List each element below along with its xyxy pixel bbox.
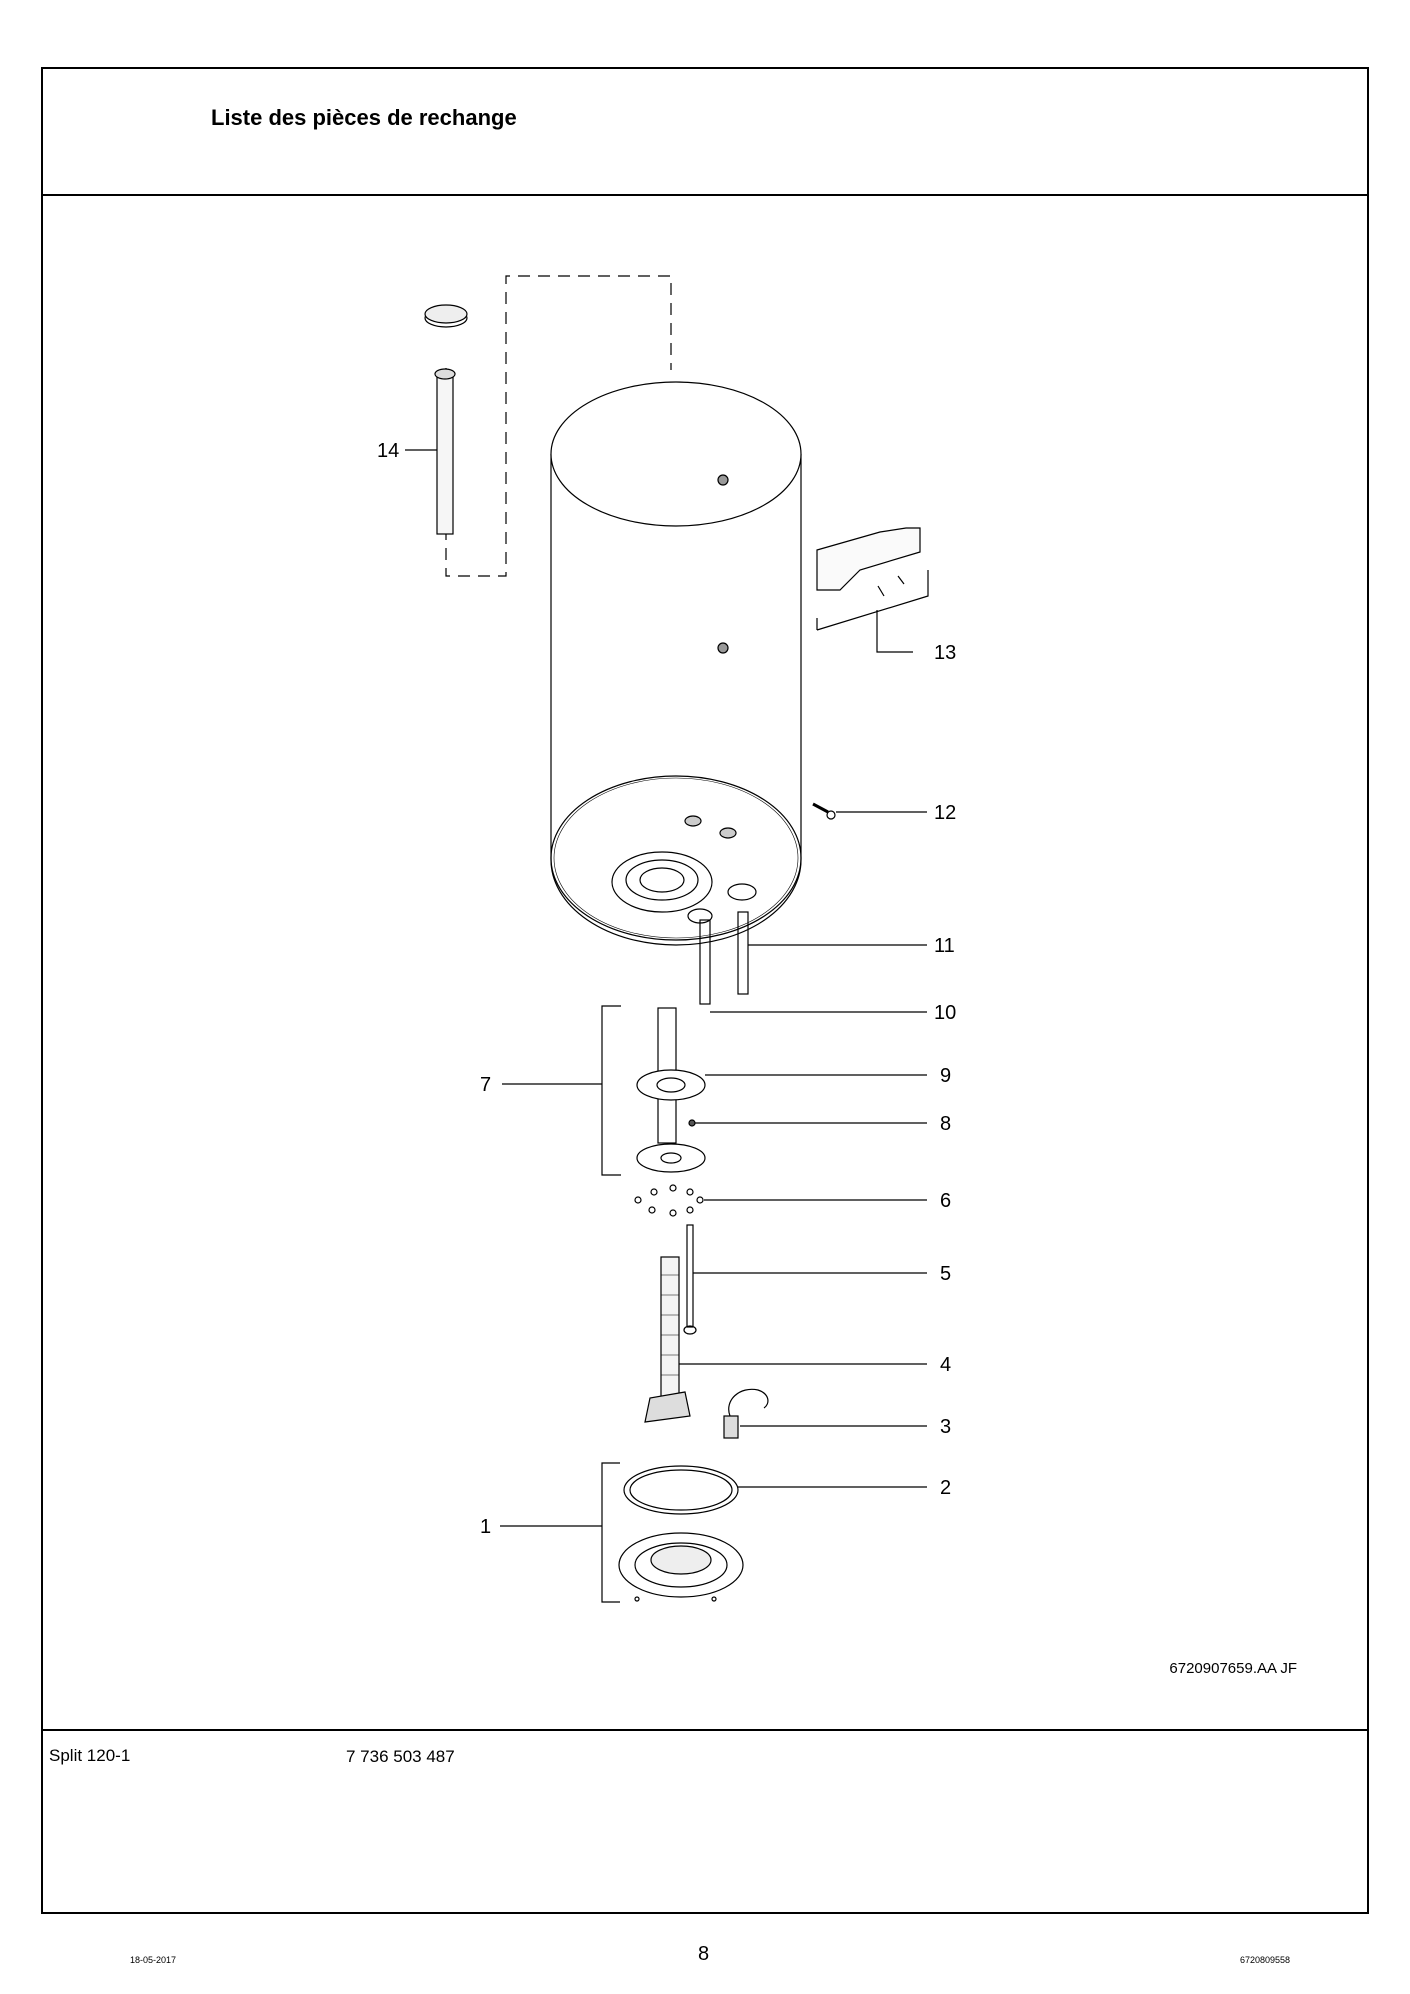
mounting-bracket-screws [877,575,905,597]
bracket-group-line [816,570,929,631]
sensor-head-12 [826,810,836,820]
tank-body-part [550,454,802,946]
callout-8: 8 [940,1113,951,1135]
drawing-reference: 6720907659.AA JF [1169,1660,1297,1677]
group-bracket-1 [601,1462,620,1603]
heater-segments-4 [661,1274,679,1376]
flange-part-9 [636,1069,706,1101]
cover-inner-1 [634,1542,728,1588]
callout-5: 5 [940,1263,951,1285]
page-number: 8 [698,1943,710,1965]
callout-7: 7 [480,1074,491,1096]
callout-12: 12 [934,802,956,824]
screw-part-6c [669,1184,677,1192]
seal-part-8 [688,1119,696,1127]
tank-socket-mid [717,642,729,654]
sensor-part-12 [812,802,829,814]
info-divider [43,1729,1367,1731]
footer-doc-code: 6720809558 [1240,1955,1291,1965]
screw-part-6e [696,1196,704,1204]
cover-screw-a [634,1596,640,1602]
tank-connector-a [684,815,702,827]
article-number: 7 736 503 487 [346,1747,455,1766]
anode-rod-part [436,375,454,535]
callout-2: 2 [940,1477,951,1499]
screw-part-6f [648,1206,656,1214]
heater-part-4 [660,1256,680,1400]
product-name: Split 120-1 [49,1746,131,1765]
tank-bottom-part [550,775,802,941]
anode-cap-top [424,304,468,324]
screw-part-6a [634,1196,642,1204]
screw-part-6b [650,1188,658,1196]
pipe-part-10 [699,919,711,1005]
callout-6: 6 [940,1190,951,1212]
header-divider [43,194,1367,196]
rod-part-5 [686,1224,694,1328]
screw-part-6h [686,1206,694,1214]
group-bracket-7 [601,1005,621,1176]
cover-screw-b [711,1596,717,1602]
rod-end-5 [683,1325,697,1335]
tank-flange-opening [611,851,713,913]
callout-3: 3 [940,1416,951,1438]
callout-11: 11 [934,935,955,957]
lower-flange-hole [660,1152,682,1164]
screw-part-6d [686,1188,694,1196]
flange-hole-9 [656,1077,686,1093]
tank-connector-c [727,883,757,901]
screw-part-6g [669,1209,677,1217]
callout-9: 9 [940,1065,951,1087]
page-frame: Liste des pièces de rechange 6720907659.… [41,67,1369,1914]
tank-connector-b [719,827,737,839]
gasket-part-2 [623,1465,739,1515]
mounting-bracket-part [816,527,921,591]
anode-rod-head [434,368,456,380]
tank-flange-core [639,867,685,893]
tank-socket-top [717,474,729,486]
anode-dashed-path [445,275,672,577]
page-title: Liste des pièces de rechange [211,105,517,130]
callout-14: 14 [377,440,399,462]
callout-4: 4 [940,1354,951,1376]
tank-flange-inner [625,859,699,901]
callout-1: 1 [480,1516,491,1538]
tank-bottom-rim [553,777,799,939]
tank-top-part [550,381,802,527]
pipe-part-11 [737,911,749,995]
callout-13: 13 [934,642,956,664]
thermostat-part-3 [723,1415,739,1439]
callout-leader-13 [876,610,913,653]
callout-10: 10 [934,1002,956,1024]
heater-base-4 [644,1391,691,1423]
gasket-inner-2 [629,1469,733,1511]
lower-flange-part [636,1143,706,1173]
cover-dome-1 [650,1545,712,1575]
thermostat-wire-3 [728,1388,769,1417]
footer-date: 18-05-2017 [130,1955,177,1965]
